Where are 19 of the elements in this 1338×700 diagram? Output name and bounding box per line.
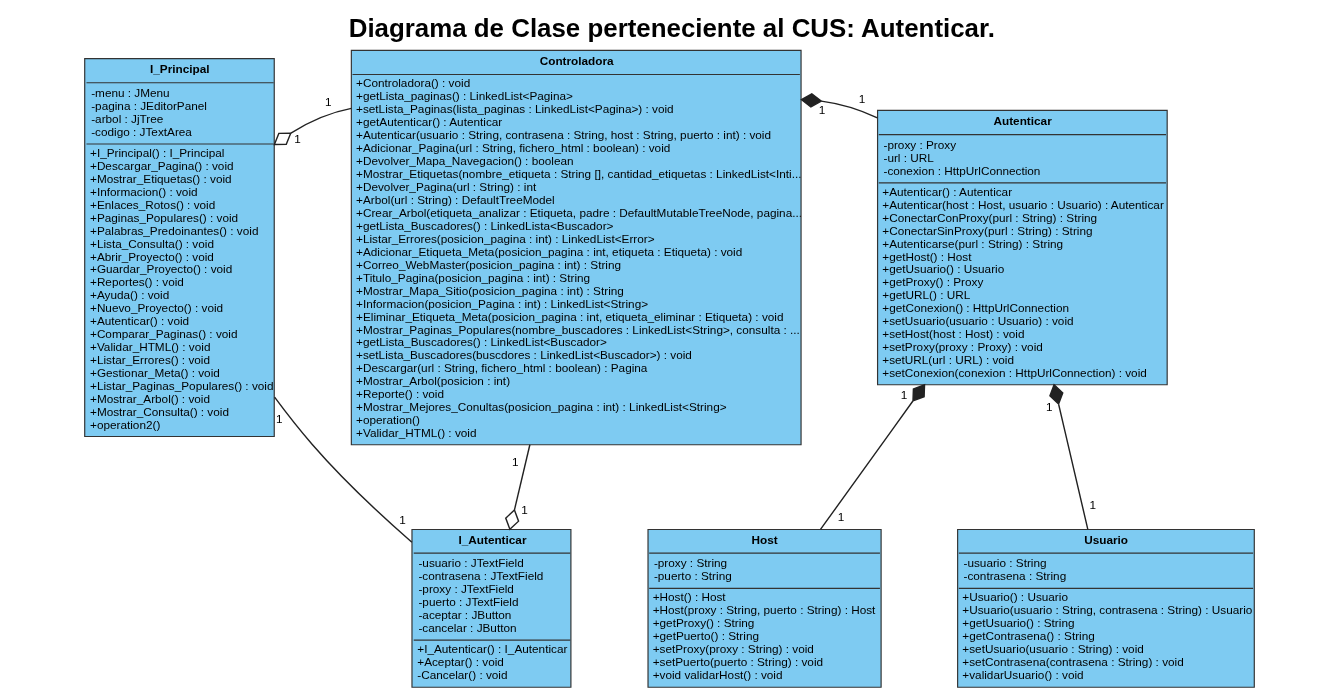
label: 1 <box>293 132 301 146</box>
label: 1 <box>837 509 844 523</box>
label: 1 <box>900 388 907 402</box>
label: 1 <box>275 412 283 426</box>
label: 1 <box>818 103 825 117</box>
connector <box>799 93 878 119</box>
connector <box>273 396 413 543</box>
label: 1 <box>1045 399 1053 413</box>
label: 1 <box>511 455 519 469</box>
connector <box>272 107 352 146</box>
label: 1 <box>324 95 332 109</box>
connector <box>819 383 925 531</box>
connector <box>1048 383 1089 531</box>
connector <box>504 444 531 531</box>
label: 1 <box>520 502 528 516</box>
diagram-title: Diagrama de Clase perteneciente al CUS: Autenticar. <box>348 13 995 42</box>
label: 1 <box>1088 498 1096 512</box>
label: 1 <box>858 91 865 105</box>
label: 1 <box>398 512 406 526</box>
